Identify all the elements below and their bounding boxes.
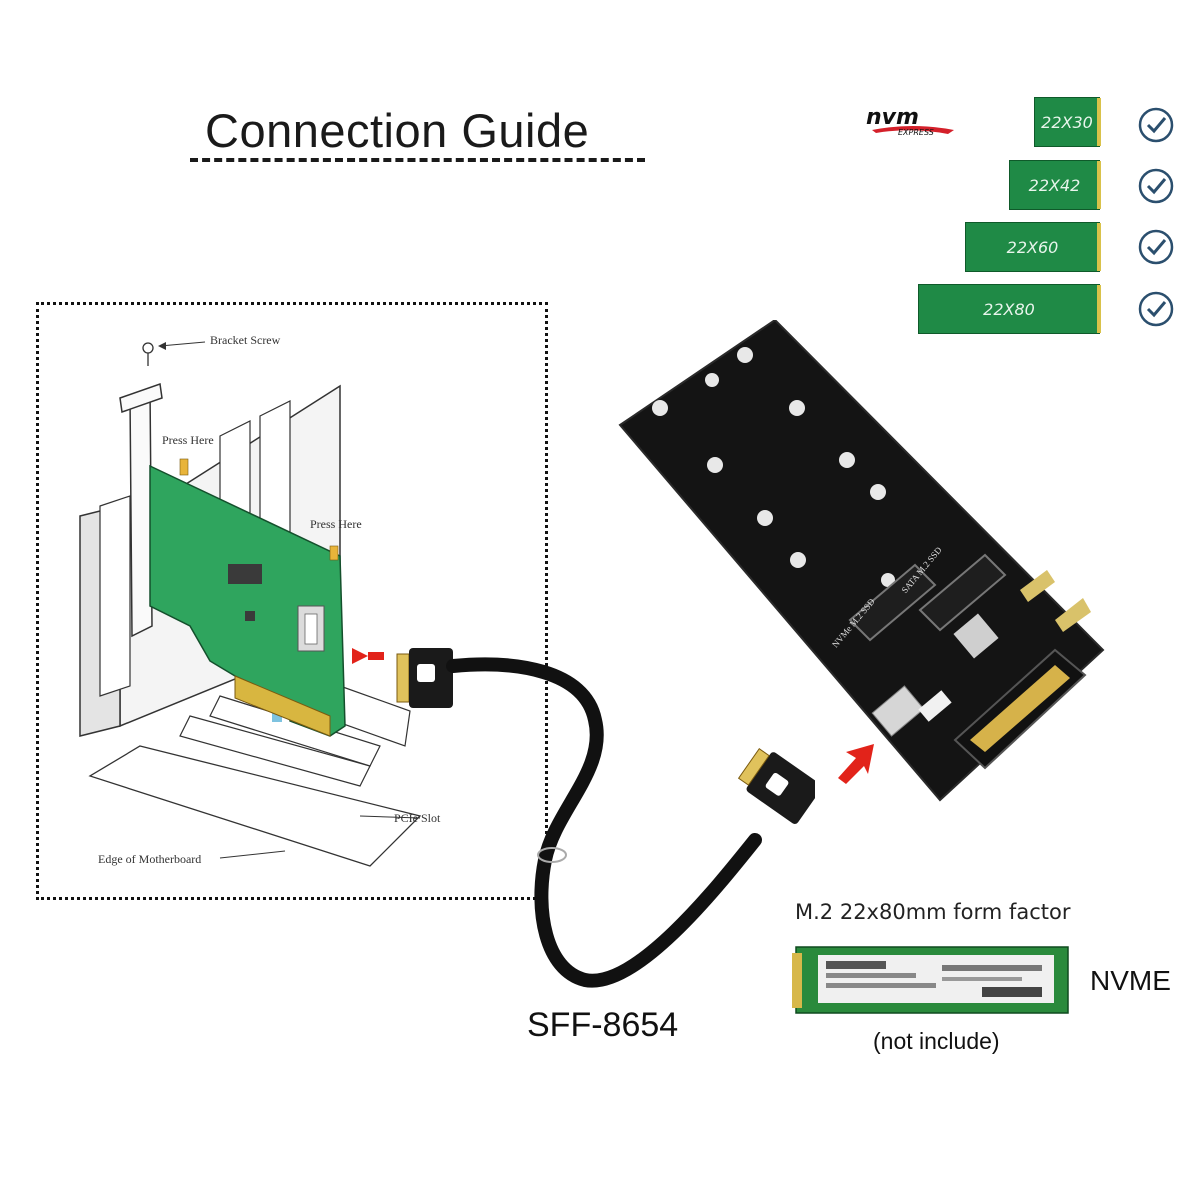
title-underline — [190, 158, 645, 162]
check-icon — [1138, 291, 1174, 327]
cable-label: SFF-8654 — [527, 1006, 679, 1044]
label-press-here-1: Press Here — [162, 433, 214, 447]
logo-sub: EXPRESS — [898, 128, 934, 137]
not-included-note: (not include) — [873, 1028, 1000, 1054]
check-icon — [1138, 229, 1174, 265]
check-icon — [1138, 168, 1174, 204]
m2-nvme-module — [792, 946, 1069, 1014]
logo-swoosh — [872, 126, 954, 134]
module-22x30: 22X30 — [1034, 97, 1101, 147]
arrow-icon — [838, 744, 874, 784]
m2-caption: M.2 22x80mm form factor — [795, 900, 1071, 924]
label-pcie-slot: PCIe Slot — [394, 811, 441, 825]
installation-diagram-frame — [36, 302, 548, 900]
module-22x60: 22X60 — [965, 222, 1101, 272]
m2-adapter-board — [618, 320, 1105, 802]
page-title: Connection Guide — [205, 104, 590, 157]
label-motherboard-edge: Edge of Motherboard — [98, 852, 202, 866]
logo-brand: nvm — [866, 105, 919, 130]
module-type-label: NVME — [1090, 965, 1171, 996]
pcie-install-illustration — [79, 341, 422, 867]
sff8654-cable — [396, 648, 815, 988]
label-press-here-2: Press Here — [310, 517, 362, 531]
module-22x80: 22X80 — [918, 284, 1101, 334]
nvme-logo: nvm EXPRESS — [862, 100, 962, 140]
check-icon — [1138, 107, 1174, 143]
module-22x42: 22X42 — [1009, 160, 1101, 210]
label-bracket-screw: Bracket Screw — [210, 333, 281, 347]
